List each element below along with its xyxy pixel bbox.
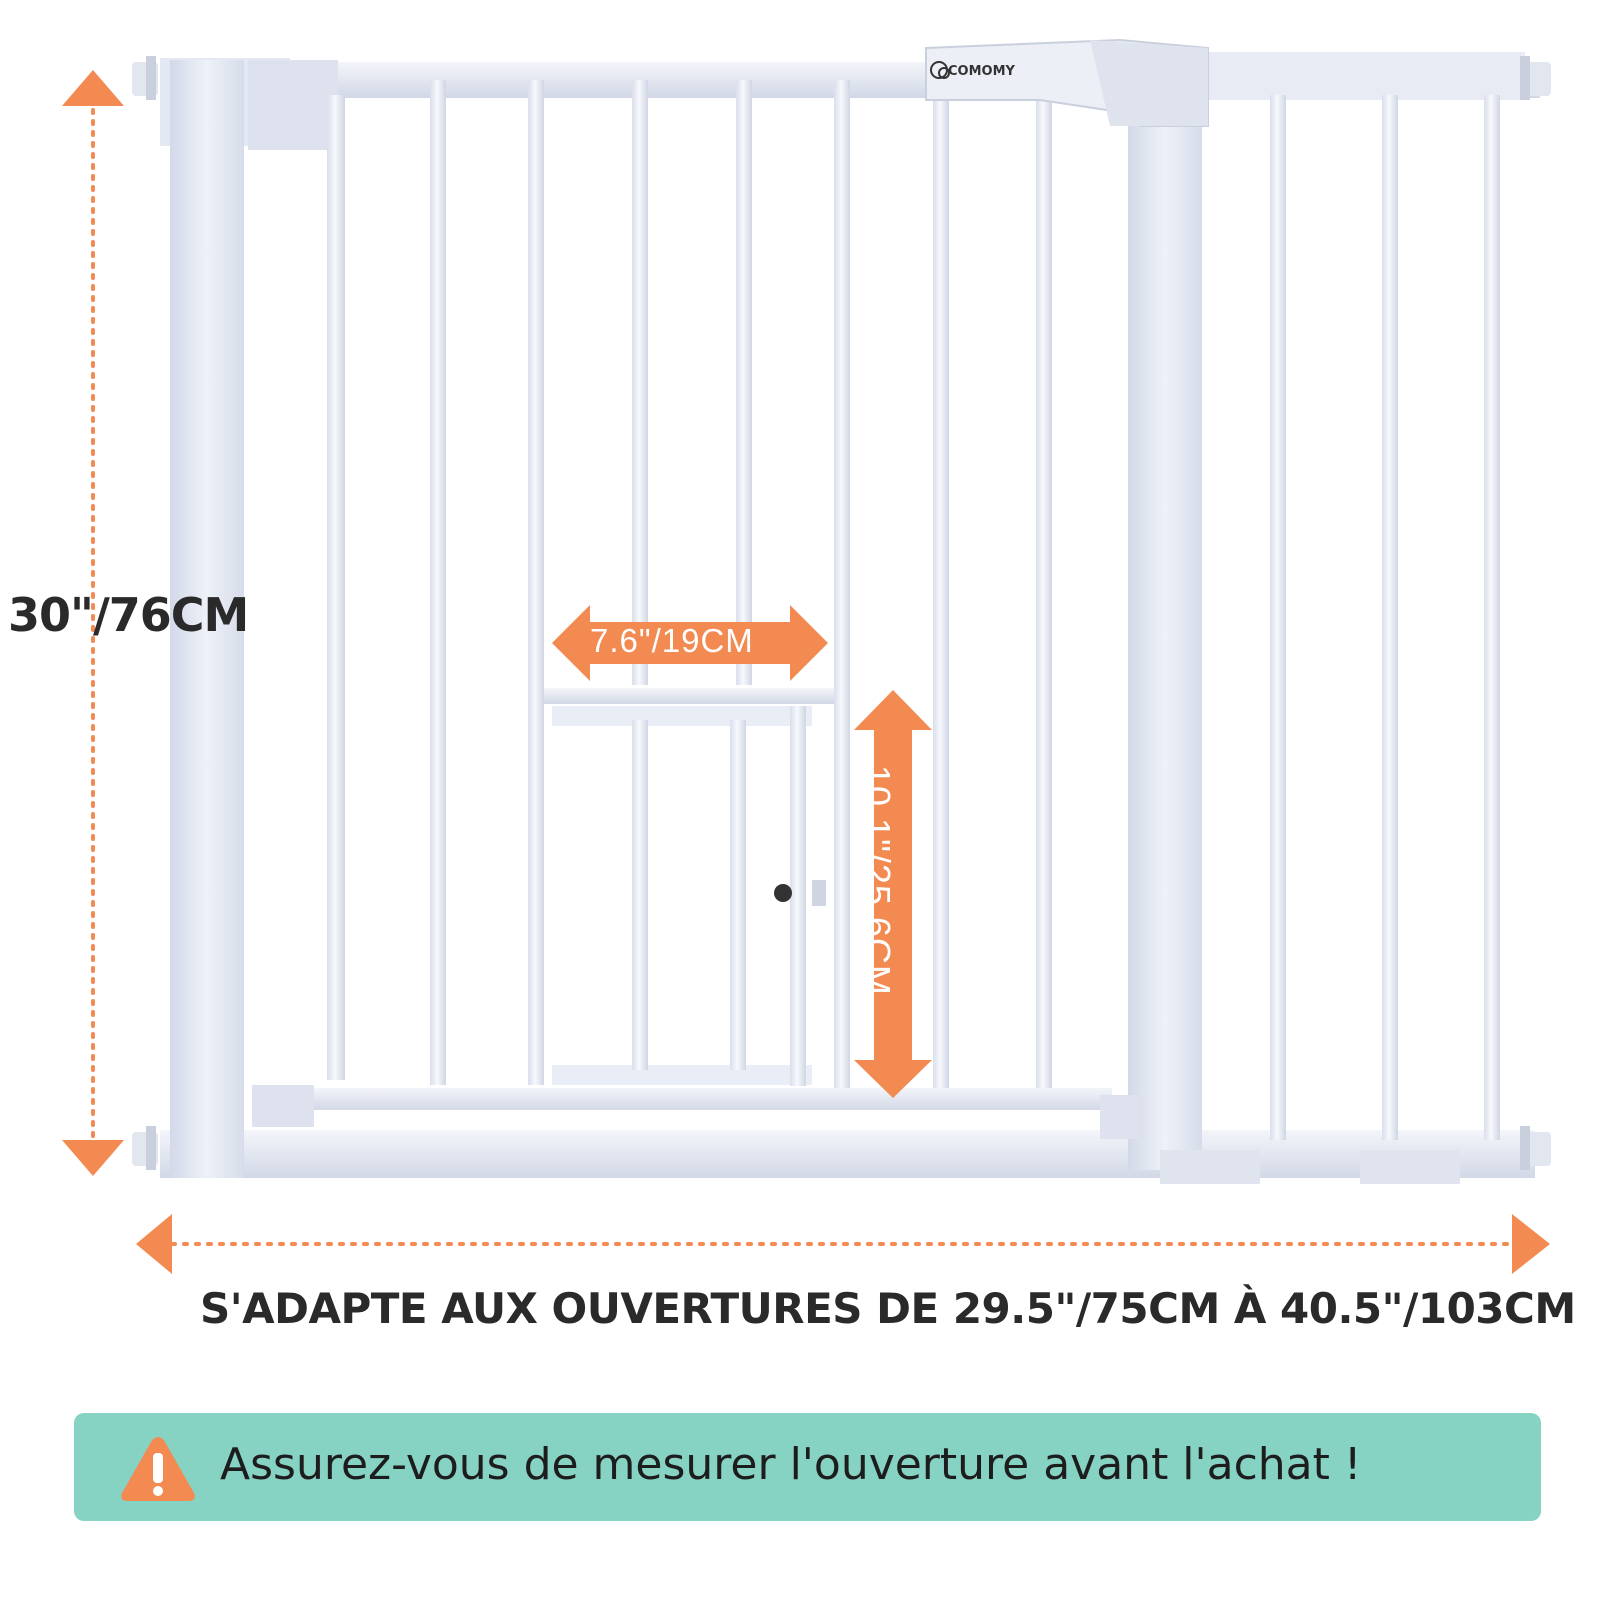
pet-door-height-label: 10.1"/25.6CM [857,765,898,996]
pet-door-width-label: 7.6"/19CM [590,622,754,659]
pressure-knobs [132,56,1551,1170]
pet-door-width-arrow [552,605,828,681]
pet-door-height-arrow [854,690,932,1098]
gate-height-label: 30"/76CM [8,588,249,642]
measure-notice-banner: Assurez-vous de mesurer l'ouverture avan… [74,1413,1541,1521]
gate-frame [160,52,1540,1184]
opening-dimension-arrow [136,1214,1550,1274]
pet-door [544,688,834,1086]
brand-name: COMOMY [948,64,1015,79]
brand-logo-icon [930,61,950,79]
height-dimension-arrow [62,70,124,1176]
gate-bars [327,80,1500,1140]
latch-housing [925,38,1209,127]
opening-range-label: S'ADAPTE AUX OUVERTURES DE 29.5"/75CM À … [200,1284,1576,1333]
warning-icon [121,1437,195,1501]
notice-text: Assurez-vous de mesurer l'ouverture avan… [220,1439,1362,1490]
